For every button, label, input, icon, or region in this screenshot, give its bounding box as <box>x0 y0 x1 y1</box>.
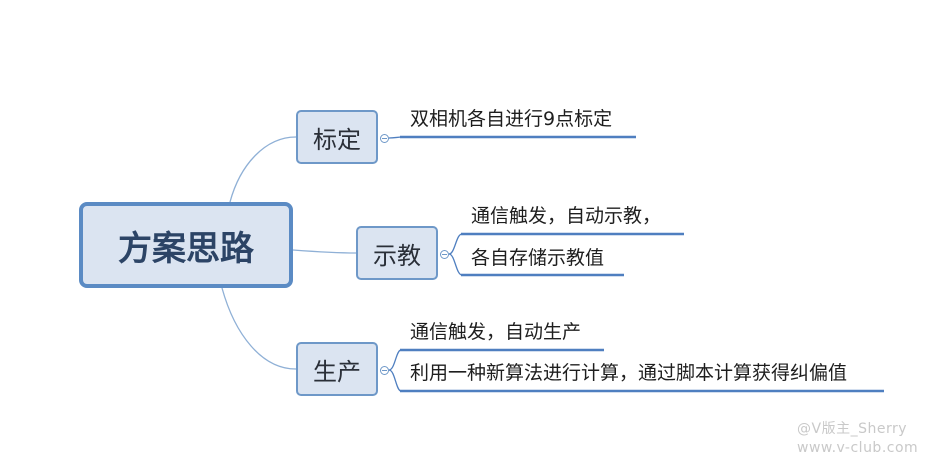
collapse-toggle-icon[interactable] <box>380 366 389 375</box>
watermark-site: www.v-club.com <box>797 440 919 456</box>
connector-shijiao-leaf-2 <box>448 233 463 255</box>
root-topic[interactable]: 方案思路 <box>79 202 293 288</box>
branch-topic-label: 标定 <box>313 125 361 154</box>
branch-topic-biaoding[interactable]: 标定 <box>296 110 378 164</box>
branch-topic-label: 生产 <box>313 357 361 386</box>
subtopic-shijiao-1[interactable]: 通信触发，自动示教， <box>471 205 662 227</box>
branch-topic-shijiao[interactable]: 示教 <box>356 226 438 280</box>
subtopic-shengchan-1[interactable]: 通信触发，自动生产 <box>410 321 582 343</box>
connector-shengchan-leaf-5 <box>388 369 402 392</box>
subtopic-biaoding-1[interactable]: 双相机各自进行9点标定 <box>410 108 613 130</box>
watermark-author: @V版主_Sherry <box>797 421 908 437</box>
branch-topic-shengchan[interactable]: 生产 <box>296 342 378 396</box>
connector-root-shijiao <box>292 249 357 254</box>
connector-shijiao-leaf-3 <box>448 253 463 276</box>
subtopic-shengchan-2[interactable]: 利用一种新算法进行计算，通过脚本计算获得纠偏值 <box>410 362 848 384</box>
collapse-toggle-icon[interactable] <box>380 134 389 143</box>
subtopic-shijiao-2[interactable]: 各自存储示教值 <box>471 247 605 269</box>
collapse-toggle-icon[interactable] <box>440 250 449 259</box>
connector-root-biaoding <box>229 136 297 203</box>
branch-topic-label: 示教 <box>373 241 421 270</box>
connector-root-shengchan <box>221 287 297 370</box>
root-topic-label: 方案思路 <box>118 228 254 269</box>
connector-shengchan-leaf-4 <box>388 349 402 371</box>
